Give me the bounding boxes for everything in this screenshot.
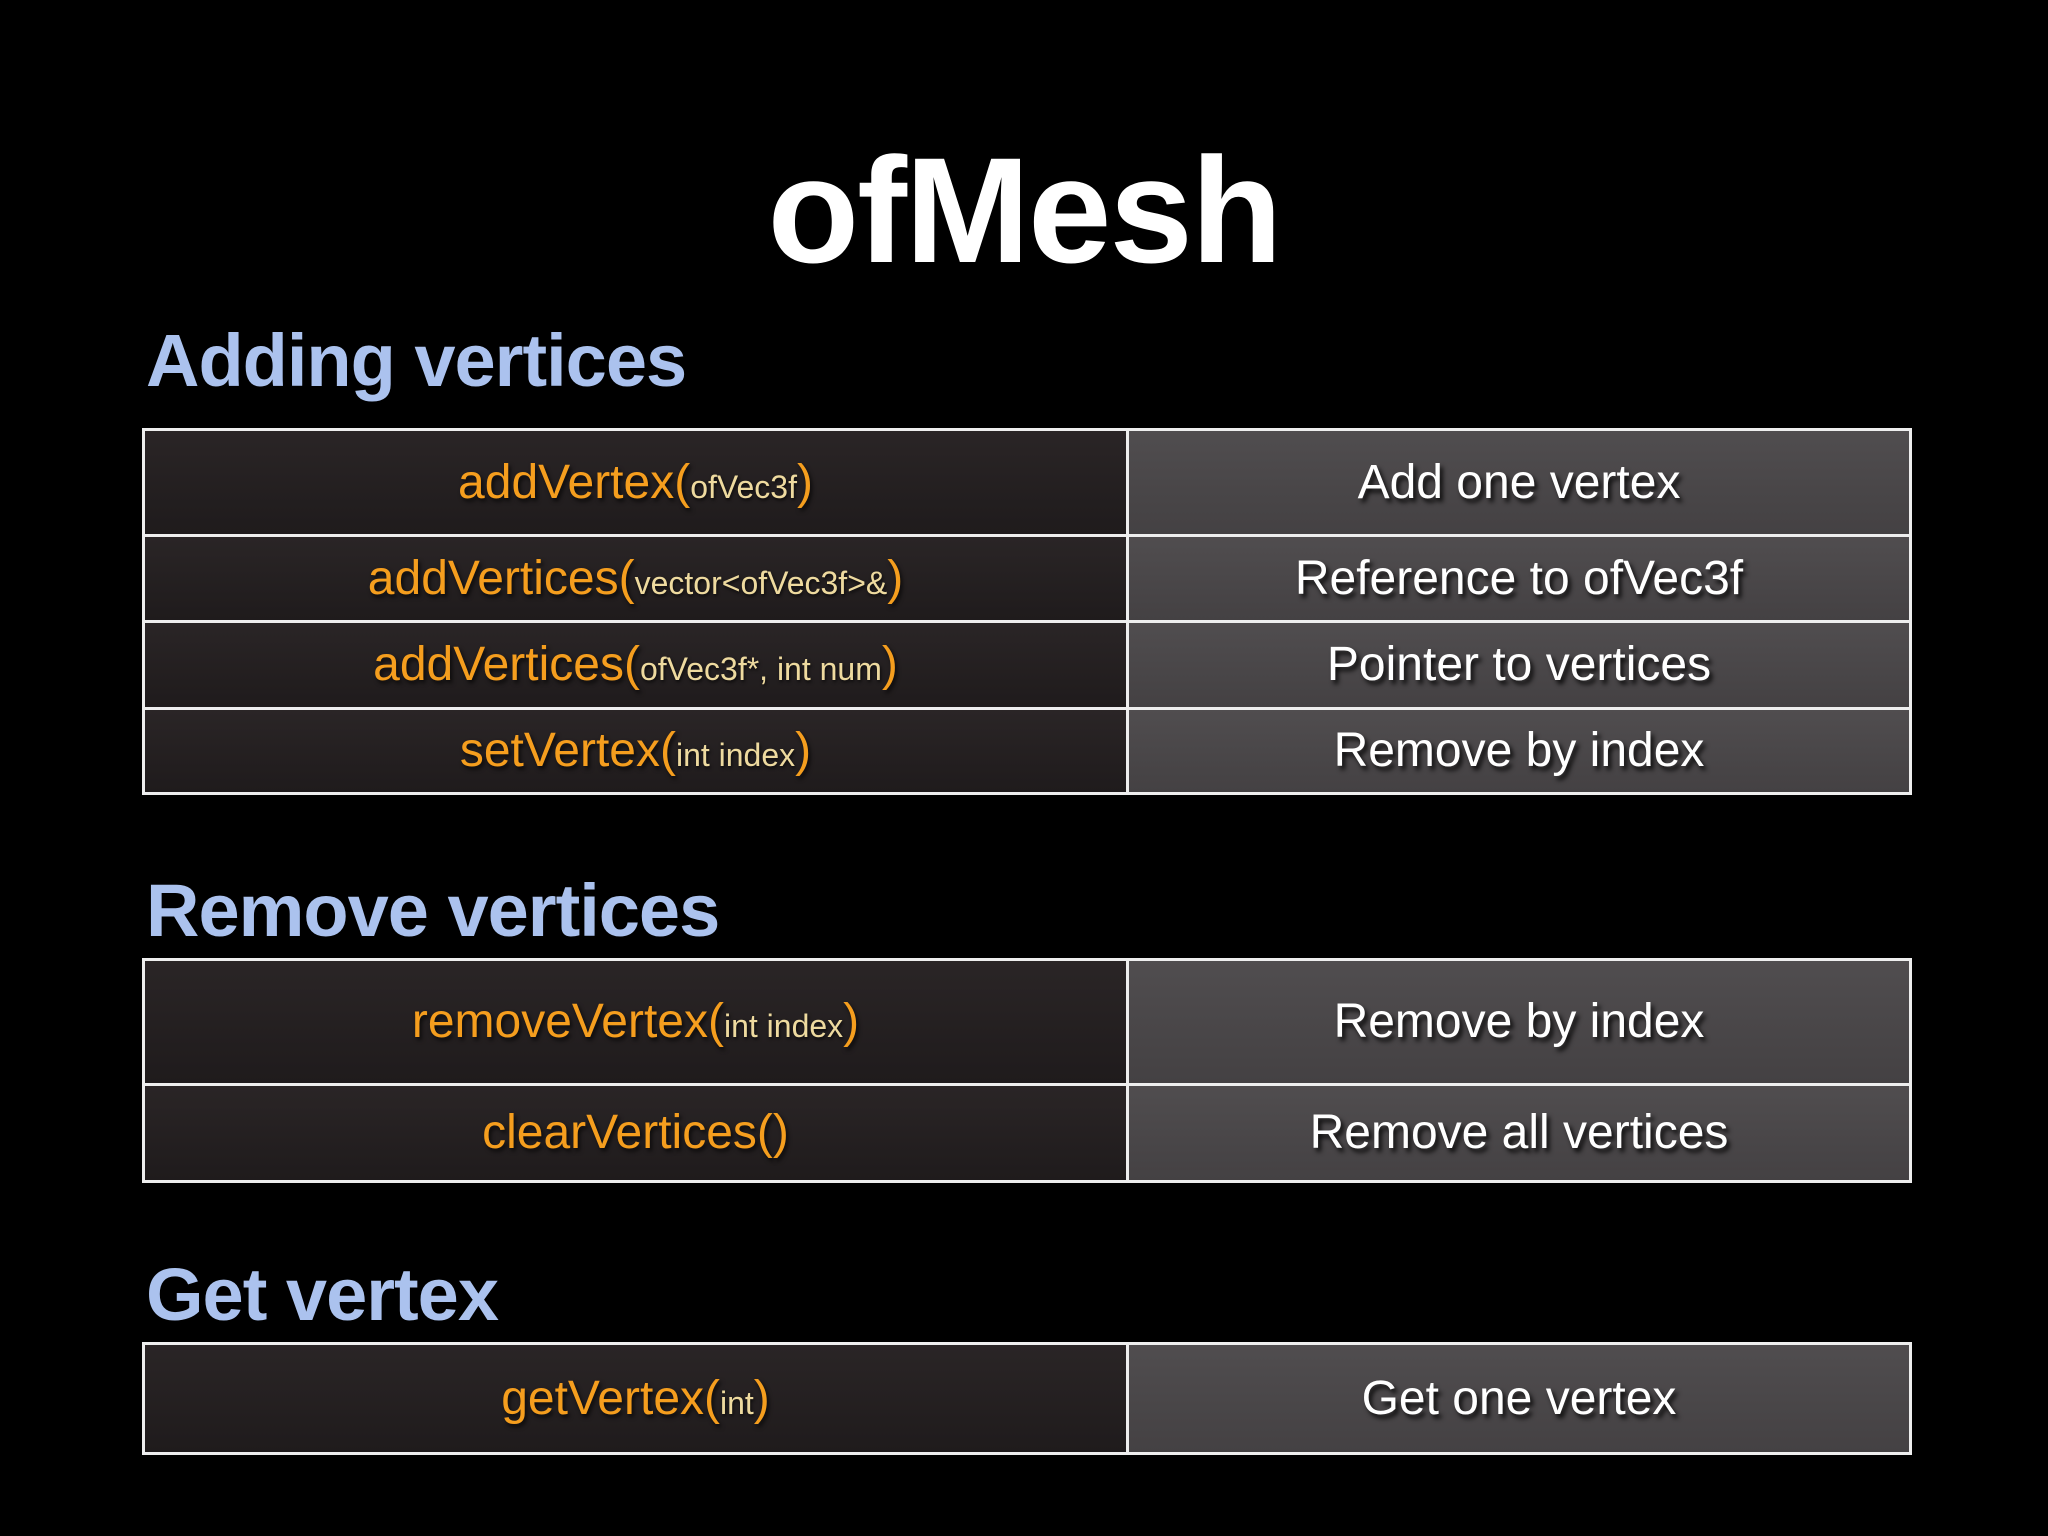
- open-paren: (: [623, 638, 640, 691]
- open-paren: (: [756, 1106, 773, 1159]
- function-table-get-vertex: getVertex(int) Get one vertex: [142, 1342, 1912, 1455]
- function-name: removeVertex: [411, 995, 708, 1048]
- description-cell: Remove by index: [1129, 961, 1909, 1083]
- function-cell: addVertex(ofVec3f): [145, 431, 1126, 534]
- close-paren: ): [772, 1106, 789, 1159]
- function-name: getVertex: [501, 1371, 705, 1425]
- description-cell: Add one vertex: [1129, 431, 1909, 534]
- description-text: Get one vertex: [1361, 1371, 1677, 1425]
- function-args: ofVec3f: [690, 468, 797, 505]
- function-name: addVertices: [373, 638, 624, 691]
- open-paren: (: [704, 1371, 720, 1425]
- function-cell: clearVertices(): [145, 1086, 1126, 1180]
- close-paren: ): [881, 638, 898, 691]
- description-text: Remove by index: [1333, 724, 1705, 777]
- function-args: vector<ofVec3f>&: [634, 564, 888, 601]
- section-heading-get-vertex: Get vertex: [146, 1253, 499, 1336]
- function-table-adding-vertices: addVertex(ofVec3f) Add one vertex addVer…: [142, 428, 1912, 795]
- function-name: clearVertices: [482, 1106, 757, 1159]
- function-cell: addVertices(vector<ofVec3f>&): [145, 537, 1126, 620]
- close-paren: ): [843, 995, 860, 1048]
- open-paren: (: [707, 995, 724, 1048]
- close-paren: ): [796, 455, 813, 509]
- close-paren: ): [753, 1371, 770, 1425]
- function-cell: addVertices(ofVec3f*, int num): [145, 623, 1126, 707]
- function-args: int: [720, 1384, 754, 1421]
- description-text: Pointer to vertices: [1326, 638, 1712, 691]
- description-cell: Remove all vertices: [1129, 1086, 1909, 1180]
- open-paren: (: [659, 724, 676, 777]
- description-cell: Remove by index: [1129, 710, 1909, 792]
- function-name: addVertices: [367, 551, 619, 605]
- close-paren: ): [795, 724, 812, 777]
- function-name: addVertex: [458, 455, 675, 509]
- section-heading-adding-vertices: Adding vertices: [146, 319, 687, 402]
- function-cell: removeVertex(int index): [145, 961, 1126, 1083]
- function-cell: setVertex(int index): [145, 710, 1126, 792]
- section-heading-remove-vertices: Remove vertices: [146, 869, 720, 952]
- function-table-remove-vertices: removeVertex(int index) Remove by index …: [142, 958, 1912, 1183]
- open-paren: (: [674, 455, 691, 509]
- function-name: setVertex: [459, 724, 660, 777]
- description-cell: Get one vertex: [1129, 1345, 1909, 1452]
- description-text: Remove by index: [1333, 995, 1705, 1048]
- description-cell: Reference to ofVec3f: [1129, 537, 1909, 620]
- description-text: Reference to ofVec3f: [1294, 551, 1744, 605]
- function-cell: getVertex(int): [145, 1345, 1126, 1452]
- description-cell: Pointer to vertices: [1129, 623, 1909, 707]
- function-args: int index: [723, 1008, 844, 1044]
- close-paren: ): [887, 551, 904, 605]
- open-paren: (: [618, 551, 635, 605]
- description-text: Remove all vertices: [1309, 1106, 1729, 1159]
- description-text: Add one vertex: [1357, 455, 1681, 509]
- function-args: int index: [675, 737, 796, 773]
- function-args: ofVec3f*, int num: [639, 651, 882, 687]
- slide-title: ofMesh: [767, 126, 1283, 294]
